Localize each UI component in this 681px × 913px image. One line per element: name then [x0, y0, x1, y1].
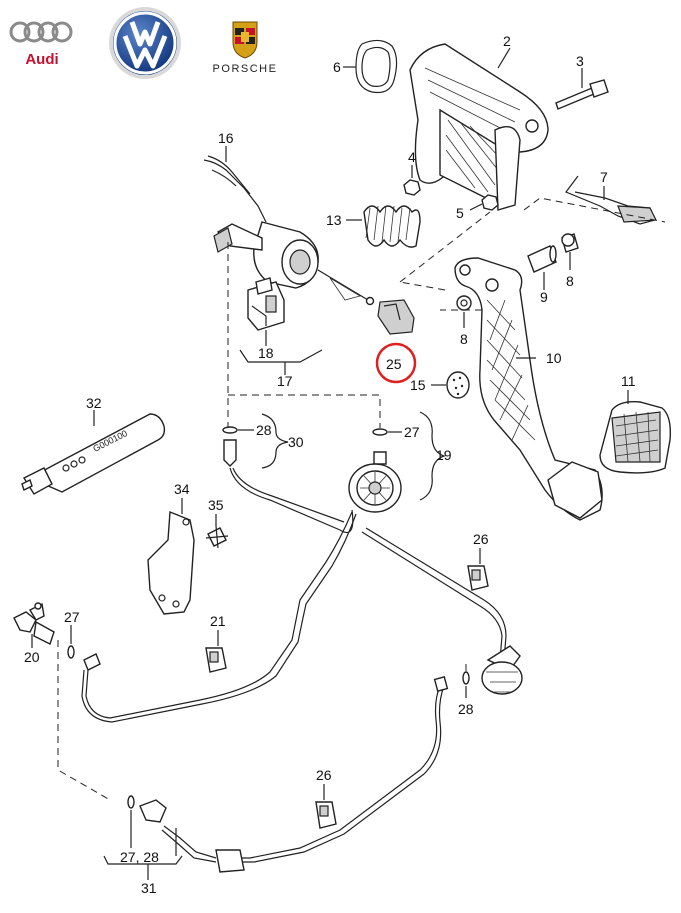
o-ring-part: [222, 426, 238, 434]
audi-logo: Audi: [6, 10, 78, 70]
slave-cylinder-part: [348, 451, 402, 513]
hydraulic-pipe-part: [81, 467, 507, 723]
clip-part-8a: [561, 233, 579, 253]
holder-part-21: [205, 647, 227, 673]
callout-8b: 8: [460, 331, 468, 347]
callout-13: 13: [326, 212, 342, 228]
callout-27b: 27: [64, 609, 80, 625]
o-ring-part-28b: [462, 671, 470, 685]
callout-26a: 26: [473, 531, 489, 547]
callout-11: 11: [621, 373, 636, 389]
clip-part-35: [205, 525, 229, 549]
bushing-part: [527, 245, 557, 273]
callout-27-28: 27, 28: [120, 849, 159, 865]
grease-tube-part: G000100: [21, 413, 166, 495]
porsche-logo: PORSCHE: [195, 20, 295, 76]
slave-cylinder-right-part: [433, 645, 523, 695]
vw-logo: [105, 4, 185, 82]
spring-part: [363, 205, 421, 248]
callout-8a: 8: [566, 273, 574, 289]
callout-15: 15: [410, 377, 426, 393]
callout-6: 6: [333, 59, 341, 75]
o-ring-part-27b: [67, 645, 75, 659]
callout-32: 32: [86, 395, 102, 411]
hydraulic-pipe-lower-part: [161, 685, 445, 873]
porsche-wordmark: PORSCHE: [213, 63, 278, 75]
switch-part: [565, 175, 657, 225]
callout-3: 3: [576, 53, 584, 69]
callout-21: 21: [210, 613, 226, 629]
sensor-part: [247, 277, 285, 331]
callout-30: 30: [288, 434, 304, 450]
nut-part-5: [481, 194, 499, 211]
nut-part: [403, 179, 421, 196]
callout-28a: 28: [256, 422, 272, 438]
audi-wordmark: Audi: [25, 51, 58, 68]
coupling-part: [13, 602, 55, 645]
holder-part-26a: [467, 565, 489, 591]
callout-2: 2: [503, 33, 511, 49]
callout-10: 10: [546, 350, 562, 366]
callout-25: 25: [386, 356, 402, 372]
o-ring-part-27: [372, 428, 388, 436]
rubber-stop-part: [446, 371, 470, 399]
callout-7: 7: [600, 169, 608, 185]
pedal-pad-part: [599, 400, 672, 474]
callout-35: 35: [208, 497, 224, 513]
clip-part-8b: [456, 295, 472, 311]
highlight-circle: [375, 342, 417, 384]
callout-4: 4: [408, 149, 416, 165]
bolt-part: [555, 79, 609, 110]
callout-16: 16: [218, 130, 234, 146]
callout-5: 5: [456, 205, 464, 221]
callout-18: 18: [258, 345, 274, 361]
pipe-fitting-part-left: [83, 653, 101, 671]
bracket-plate-part: [147, 510, 195, 615]
callout-31: 31: [141, 880, 157, 896]
clip-part-25: [377, 299, 415, 335]
callout-26b: 26: [316, 767, 332, 783]
gasket-part: [355, 39, 398, 94]
callout-19: 19: [436, 447, 452, 463]
pedal-bracket-part: [409, 43, 549, 211]
callout-17: 17: [277, 373, 293, 389]
master-cylinder-part: [203, 155, 375, 306]
callout-28b: 28: [458, 701, 474, 717]
holder-part-26b: [315, 801, 337, 829]
callout-27a: 27: [404, 424, 420, 440]
pipe-fitting-bottom-part: [127, 795, 167, 823]
callout-9: 9: [540, 289, 548, 305]
pipe-fitting-part: [223, 439, 237, 467]
callout-20: 20: [24, 649, 40, 665]
callout-34: 34: [174, 481, 190, 497]
clutch-pedal-part: [454, 257, 603, 521]
